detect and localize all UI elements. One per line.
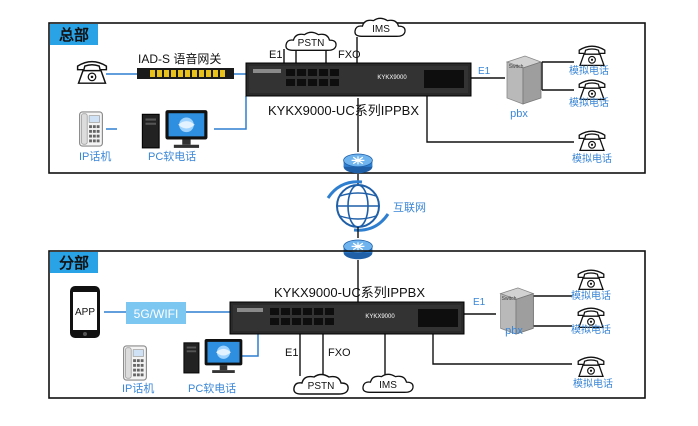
branch-panel-frame bbox=[48, 250, 646, 399]
hq-ip-phone-label: IP话机 bbox=[79, 149, 111, 163]
hq-pc-icon bbox=[141, 109, 208, 149]
branch-ippbx-device bbox=[229, 301, 465, 335]
hq-analog-phone-1-icon bbox=[578, 45, 606, 67]
hq-analog-phone-2-label: 模拟电话 bbox=[569, 96, 609, 109]
branch-ip-phone-label: IP话机 bbox=[122, 381, 154, 395]
branch-switch-text: Switch bbox=[502, 296, 517, 302]
hq-analog-phone-icon bbox=[76, 60, 108, 84]
branch-app-phone-icon bbox=[70, 286, 100, 338]
hq-router-icon bbox=[342, 153, 374, 174]
hq-analog-phone-2-icon bbox=[578, 79, 606, 101]
hq-analog-phone-1-label: 模拟电话 bbox=[569, 64, 609, 77]
branch-e1-left-label: E1 bbox=[285, 347, 298, 359]
hq-panel-frame bbox=[48, 22, 646, 174]
hq-e1-left-label: E1 bbox=[269, 49, 282, 61]
hq-gateway-label: IAD-S 语音网关 bbox=[138, 51, 221, 66]
hq-switch-caption: pbx bbox=[510, 108, 528, 120]
hq-pc-phone-label: PC软电话 bbox=[148, 149, 196, 163]
branch-analog-phone-1-label: 模拟电话 bbox=[571, 289, 611, 302]
branch-fxo-label: FXO bbox=[328, 347, 351, 359]
hq-fxo-label: FXO bbox=[338, 49, 361, 61]
branch-section-tag bbox=[50, 252, 98, 273]
internet-globe-icon bbox=[326, 180, 390, 232]
branch-device-brand: KYKX9000 bbox=[365, 314, 395, 320]
branch-pc-phone-label: PC软电话 bbox=[188, 381, 236, 395]
hq-ims-label: IMS bbox=[372, 24, 390, 35]
hq-e1-right-label: E1 bbox=[478, 66, 491, 77]
branch-e1-right-label: E1 bbox=[473, 297, 486, 308]
hq-analog-phone-3-icon bbox=[578, 130, 606, 152]
hq-ip-phone-icon bbox=[78, 111, 104, 147]
hq-device-brand: KYKX9000 bbox=[377, 75, 407, 81]
branch-analog-phone-3-icon bbox=[577, 356, 605, 378]
hq-wiring bbox=[106, 37, 574, 152]
hq-ippbx-device bbox=[245, 62, 472, 97]
branch-ims-label: IMS bbox=[379, 380, 397, 391]
hq-section-label: 总部 bbox=[59, 26, 89, 44]
hq-gateway-device bbox=[137, 68, 234, 79]
hq-pstn-label: PSTN bbox=[298, 38, 325, 49]
branch-ip-phone-icon bbox=[122, 345, 147, 381]
branch-ippbx-label: KYKX9000-UC系列IPPBX bbox=[274, 285, 425, 300]
hq-ippbx-label: KYKX9000-UC系列IPPBX bbox=[268, 103, 419, 118]
internet-label: 互联网 bbox=[393, 201, 426, 214]
branch-pstn-label: PSTN bbox=[308, 381, 335, 392]
hq-analog-phone-3-label: 模拟电话 bbox=[572, 152, 612, 165]
branch-analog-phone-2-label: 模拟电话 bbox=[571, 323, 611, 336]
branch-router-icon bbox=[342, 239, 374, 260]
hq-switch-text: Switch bbox=[509, 64, 524, 70]
branch-wifi-box bbox=[126, 302, 186, 324]
branch-switch-caption: pbx bbox=[505, 325, 523, 337]
branch-analog-phone-1-icon bbox=[577, 269, 605, 291]
hq-section-tag bbox=[50, 24, 98, 45]
branch-wifi-text: 5G/WIFI bbox=[134, 307, 179, 321]
branch-analog-phone-3-label: 模拟电话 bbox=[573, 377, 613, 390]
branch-pc-icon bbox=[183, 338, 243, 374]
branch-section-label: 分部 bbox=[59, 254, 89, 272]
branch-app-text: APP bbox=[75, 307, 95, 318]
